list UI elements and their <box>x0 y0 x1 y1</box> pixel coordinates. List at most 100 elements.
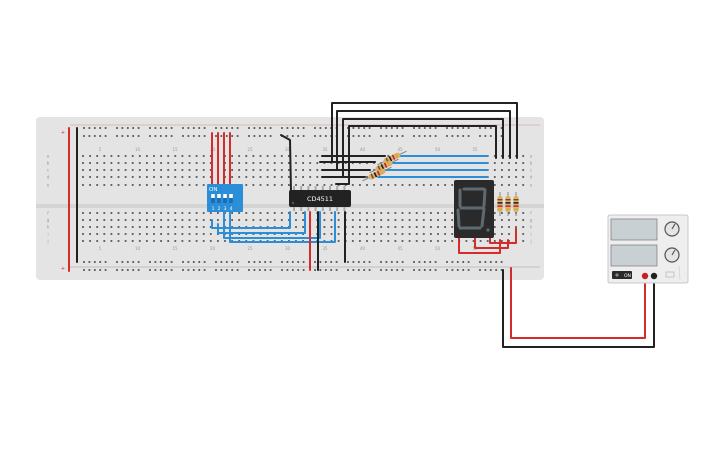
breadboard-hole <box>451 184 454 186</box>
resistor[interactable] <box>497 192 503 216</box>
breadboard-hole <box>324 127 327 129</box>
wire-blue-input[interactable] <box>217 211 306 234</box>
breadboard-hole <box>297 127 300 129</box>
ic-chip[interactable]: CD4511 <box>289 186 351 211</box>
breadboard-hole <box>96 226 99 228</box>
breadboard-hole <box>493 212 496 214</box>
resistor[interactable] <box>368 157 399 175</box>
psu-knob-indicator <box>671 223 676 230</box>
resistor[interactable] <box>505 192 511 216</box>
breadboard-hole <box>146 176 148 178</box>
breadboard-hole <box>89 176 91 178</box>
wire-red-supply-lead[interactable] <box>510 267 646 339</box>
breadboard-hole <box>131 212 134 214</box>
psu-negative-terminal[interactable] <box>650 272 658 280</box>
breadboard-hole <box>195 176 198 178</box>
breadboard-hole <box>88 269 91 271</box>
wire-black-segment-link[interactable] <box>335 125 497 185</box>
breadboard-hole <box>110 176 113 178</box>
power-supply[interactable]: ON <box>607 214 689 284</box>
dip-switch-toggle[interactable] <box>217 194 221 198</box>
wire-group[interactable] <box>68 102 655 348</box>
breadboard-hole <box>167 169 170 171</box>
breadboard-hole <box>231 127 234 129</box>
breadboard-hole <box>479 127 481 129</box>
breadboard-hole <box>153 169 155 171</box>
breadboard-hole <box>160 169 162 171</box>
seven-segment-display[interactable] <box>454 180 494 238</box>
breadboard-hole <box>500 261 503 263</box>
breadboard-hole <box>160 212 162 214</box>
resistor[interactable] <box>376 149 407 167</box>
ic-pin <box>300 207 303 211</box>
breadboard-hole <box>302 176 304 178</box>
breadboard-hole <box>252 155 255 157</box>
breadboard-hole <box>359 233 361 235</box>
dip-switch-toggle[interactable] <box>211 194 215 198</box>
breadboard-hole <box>446 127 448 129</box>
breadboard-hole <box>319 135 322 137</box>
breadboard-hole <box>154 127 157 129</box>
breadboard-hole <box>88 127 91 129</box>
wire-blue-input[interactable] <box>223 211 321 239</box>
breadboard-hole <box>330 226 333 228</box>
breadboard-hole <box>373 233 375 235</box>
breadboard-hole <box>394 219 397 221</box>
breadboard-hole <box>149 127 151 129</box>
column-number: 10 <box>135 246 141 251</box>
wire-black-ic-ground[interactable] <box>280 134 292 193</box>
wire-red-display-common[interactable] <box>489 227 517 244</box>
breadboard-hole <box>363 135 366 137</box>
breadboard-hole <box>121 261 124 263</box>
dip-switch-toggle[interactable] <box>229 194 233 198</box>
psu-current-display <box>610 244 658 267</box>
psu-power-button[interactable] <box>612 271 632 279</box>
breadboard-hole <box>231 169 233 171</box>
breadboard-hole <box>266 212 269 214</box>
breadboard-hole <box>182 135 184 137</box>
breadboard-hole <box>467 135 470 137</box>
breadboard-hole <box>515 184 517 186</box>
breadboard-hole <box>154 269 157 271</box>
breadboard-hole <box>462 261 465 263</box>
dip-switch-number: 4 <box>230 206 233 212</box>
breadboard-hole <box>295 155 297 157</box>
breadboard-hole <box>132 127 135 129</box>
breadboard-hole <box>489 261 492 263</box>
breadboard-hole <box>501 233 503 235</box>
breadboard-hole <box>154 135 157 137</box>
breadboard-hole <box>167 226 170 228</box>
psu-positive-terminal[interactable] <box>641 272 649 280</box>
breadboard-hole <box>495 261 498 263</box>
breadboard-hole <box>110 184 113 186</box>
resistor[interactable] <box>361 165 392 183</box>
breadboard-hole <box>153 184 155 186</box>
breadboard-hole <box>309 155 312 157</box>
breadboard-hole <box>217 219 219 221</box>
wire-blue-input[interactable] <box>229 211 336 243</box>
breadboard-hole <box>138 226 141 228</box>
breadboard-hole <box>500 135 503 137</box>
ic-pin <box>300 186 303 190</box>
resistor[interactable] <box>513 192 519 216</box>
breadboard-hole <box>368 269 371 271</box>
wire-black-supply-lead[interactable] <box>502 269 655 348</box>
breadboard-hole <box>456 135 459 137</box>
breadboard-hole <box>82 240 84 242</box>
wire-red-display-common[interactable] <box>458 237 501 254</box>
breadboard-hole <box>423 135 426 137</box>
breadboard-hole <box>187 269 190 271</box>
wire-blue-input[interactable] <box>211 211 291 229</box>
breadboard-hole <box>138 212 141 214</box>
breadboard-hole <box>202 184 205 186</box>
breadboard-hole <box>188 162 191 164</box>
breadboard-hole <box>323 226 326 228</box>
breadboard-hole <box>323 212 326 214</box>
breadboard-hole <box>291 127 294 129</box>
breadboard-hole <box>385 135 388 137</box>
dip-switch-toggle[interactable] <box>223 194 227 198</box>
